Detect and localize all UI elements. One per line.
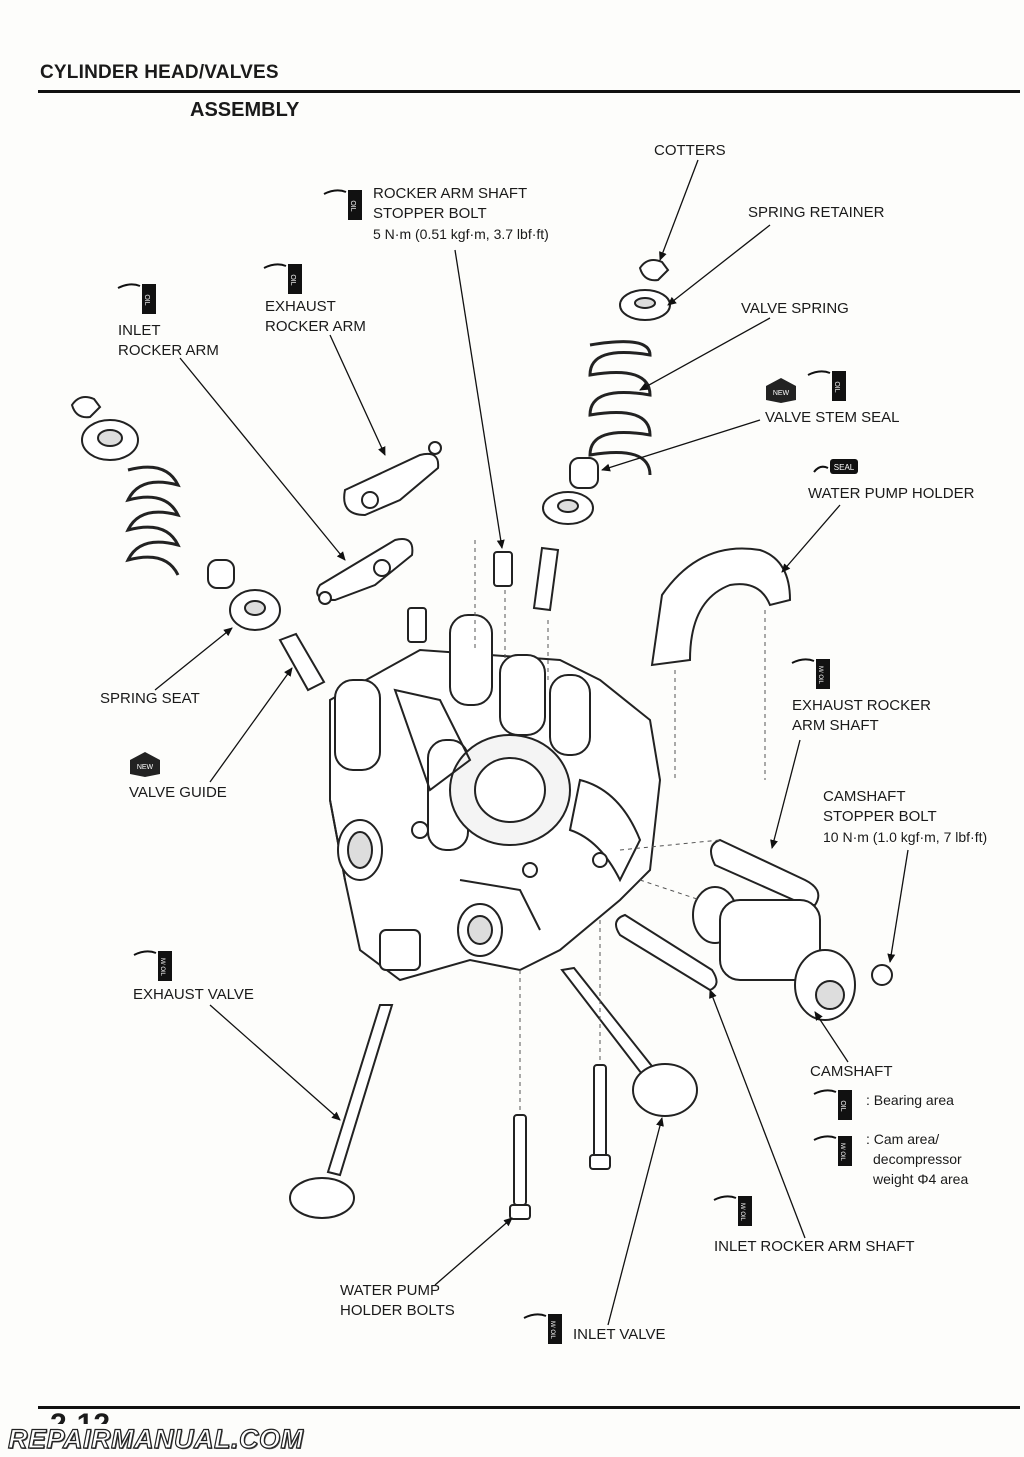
label-inlet-valve: INLET VALVE xyxy=(573,1326,666,1343)
cylinder-head-body xyxy=(329,614,662,982)
label-line: EXHAUST ROCKER xyxy=(792,697,931,714)
label-line: ROCKER ARM SHAFT xyxy=(373,185,528,202)
page-number: 2-12 xyxy=(50,1410,110,1424)
oil-tag-text: OIL xyxy=(839,1100,846,1111)
label-valve-guide: VALVE GUIDE xyxy=(129,784,227,801)
label-camshaft-bearing-area: : Bearing area xyxy=(866,1092,954,1108)
new-tag-text: NEW xyxy=(137,764,154,771)
oil-can-icon: OIL xyxy=(263,263,302,294)
label-exhaust-rocker-arm: EXHAUST ROCKER ARM xyxy=(265,297,366,337)
moly-tag-text: M/ OIL xyxy=(817,666,823,685)
label-spring-retainer: SPRING RETAINER xyxy=(748,204,885,221)
page-subtitle: ASSEMBLY xyxy=(190,99,300,121)
label-inlet-rocker-arm: INLET ROCKER ARM xyxy=(118,321,219,361)
top-rule xyxy=(38,90,1020,93)
moly-oil-icon: M/ OIL xyxy=(713,1195,752,1226)
moly-tag-text: M/ OIL xyxy=(549,1321,555,1340)
sealant-icon: SEAL xyxy=(813,459,858,474)
assembly-guide-lines xyxy=(474,540,766,1110)
moly-tag-text: M/ OIL xyxy=(739,1203,745,1222)
label-camshaft-cam-area: : Cam area/ decompressor weight Φ4 area xyxy=(866,1129,968,1189)
label-line: EXHAUST xyxy=(265,298,336,315)
water-pump-holder-part xyxy=(650,547,792,667)
torque-spec: 5 N·m (0.51 kgf·m, 3.7 lbf·ft) xyxy=(373,226,549,242)
moly-oil-icon: M/ OIL xyxy=(133,950,172,981)
moly-oil-icon: M/ OIL xyxy=(791,658,830,689)
new-part-icon: NEW xyxy=(766,378,796,403)
label-exhaust-valve: EXHAUST VALVE xyxy=(133,986,254,1003)
oil-tag-text: OIL xyxy=(289,274,296,285)
label-camshaft-stopper-bolt: CAMSHAFT STOPPER BOLT 10 N·m (1.0 kgf·m,… xyxy=(823,787,987,847)
label-cotters: COTTERS xyxy=(654,142,726,159)
oil-can-icon: OIL xyxy=(807,370,846,401)
oil-tag-text: OIL xyxy=(143,294,150,305)
new-tag-text: NEW xyxy=(773,390,790,397)
valves-and-bolts xyxy=(289,966,698,1220)
label-exhaust-rocker-arm-shaft: EXHAUST ROCKER ARM SHAFT xyxy=(792,696,931,736)
oil-can-icon: OIL xyxy=(117,283,156,314)
right-valve-stack xyxy=(532,259,671,612)
label-valve-spring: VALVE SPRING xyxy=(741,300,849,317)
section-title: CYLINDER HEAD/VALVES xyxy=(40,62,279,83)
label-line: CAMSHAFT xyxy=(823,788,906,805)
label-rocker-arm-shaft-stopper-bolt: ROCKER ARM SHAFT STOPPER BOLT 5 N·m (0.5… xyxy=(373,184,549,244)
shafts-and-camshaft xyxy=(615,838,893,1021)
label-line: STOPPER BOLT xyxy=(823,808,937,825)
label-valve-stem-seal: VALVE STEM SEAL xyxy=(765,409,900,426)
label-spring-seat: SPRING SEAT xyxy=(100,690,200,707)
sealant-tag-text: SEAL xyxy=(834,463,855,472)
label-line: HOLDER BOLTS xyxy=(340,1302,455,1319)
label-line: ROCKER ARM xyxy=(118,342,219,359)
watermark-text: REPAIRMANUAL.COM xyxy=(7,1423,304,1454)
bottom-rule xyxy=(38,1406,1020,1409)
oil-tag-text: OIL xyxy=(349,200,356,211)
label-line: STOPPER BOLT xyxy=(373,205,487,222)
label-line: INLET xyxy=(118,322,161,339)
label-line: ARM SHAFT xyxy=(792,717,879,734)
label-line: WATER PUMP xyxy=(340,1282,440,1299)
rocker-arms xyxy=(316,441,513,643)
moly-oil-icon: M/ OIL xyxy=(813,1135,852,1166)
label-camshaft: CAMSHAFT xyxy=(810,1063,893,1080)
moly-tag-text: M/ OIL xyxy=(839,1143,845,1162)
label-line: ROCKER ARM xyxy=(265,318,366,335)
label-line: weight Φ4 area xyxy=(873,1171,969,1187)
oil-tag-text: OIL xyxy=(833,381,840,392)
moly-tag-text: M/ OIL xyxy=(159,958,165,977)
torque-spec: 10 N·m (1.0 kgf·m, 7 lbf·ft) xyxy=(823,829,988,845)
label-line: : Cam area/ xyxy=(866,1131,940,1147)
left-valve-stack xyxy=(70,396,326,692)
label-inlet-rocker-arm-shaft: INLET ROCKER ARM SHAFT xyxy=(714,1238,915,1255)
oil-can-icon: OIL xyxy=(323,189,362,220)
oil-can-icon: OIL xyxy=(813,1089,852,1120)
label-line: decompressor xyxy=(873,1151,962,1167)
moly-oil-icon: M/ OIL xyxy=(523,1313,562,1344)
new-part-icon: NEW xyxy=(130,752,160,777)
label-water-pump-holder: WATER PUMP HOLDER xyxy=(808,485,975,502)
label-water-pump-holder-bolts: WATER PUMP HOLDER BOLTS xyxy=(340,1281,455,1321)
leader-lines xyxy=(154,159,909,1326)
